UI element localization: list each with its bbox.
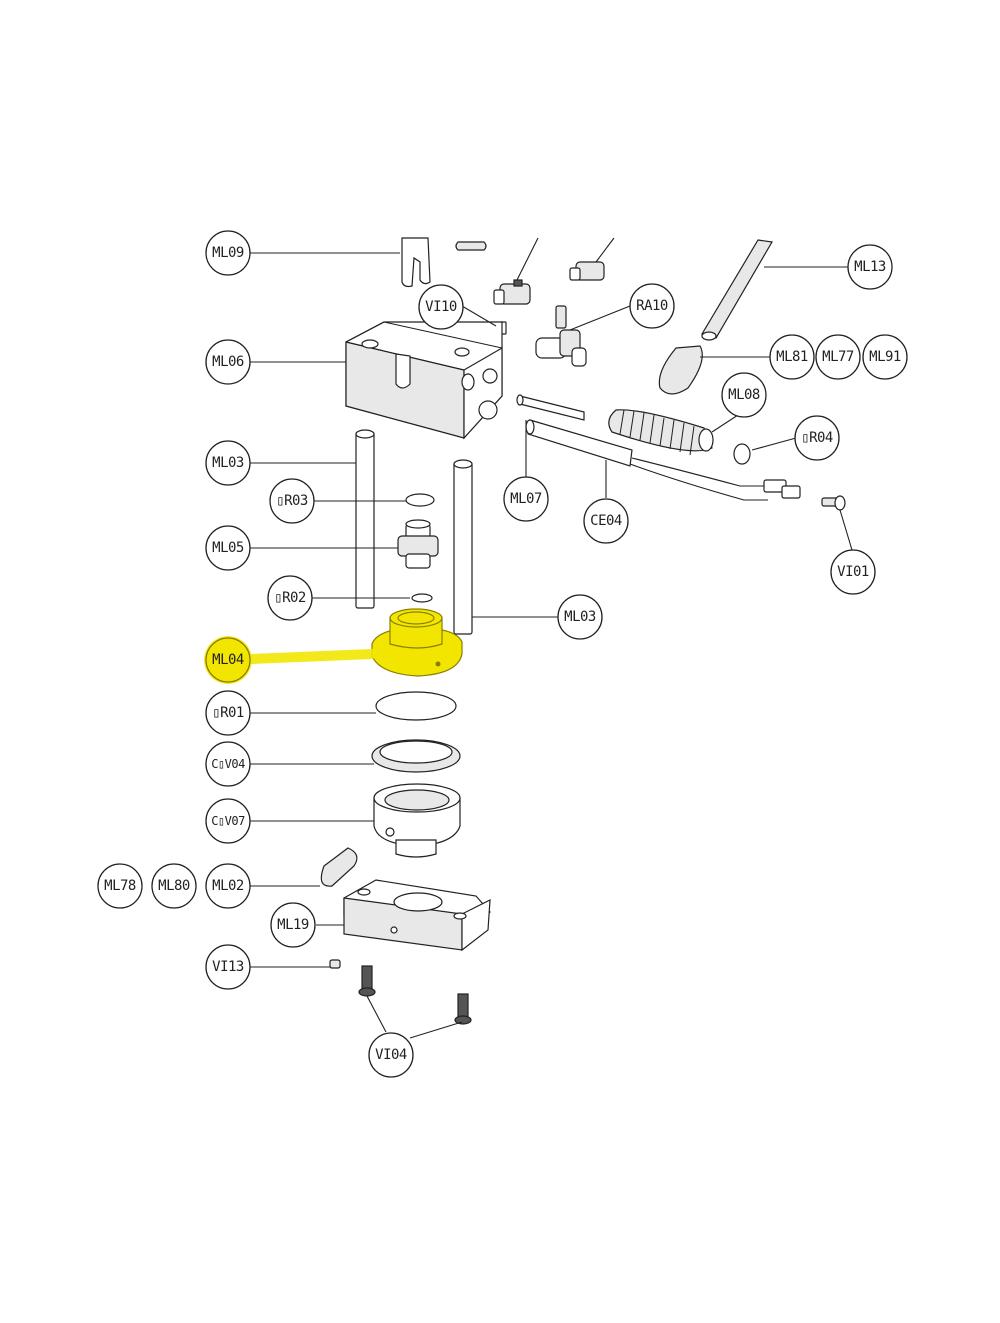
callout-ml19[interactable]: ML19	[270, 902, 316, 948]
svg-text:ML06: ML06	[212, 354, 244, 370]
svg-text:VI13: VI13	[212, 959, 244, 975]
part-ml02	[320, 847, 358, 887]
part-or01	[375, 691, 457, 721]
part-ce04	[525, 419, 801, 501]
callout-ml81[interactable]: ML81	[769, 334, 815, 380]
part-ml07	[516, 394, 585, 421]
callout-ra10[interactable]: RA10	[629, 283, 675, 329]
svg-text:ML02: ML02	[212, 878, 244, 894]
svg-text:▯R04: ▯R04	[801, 430, 833, 446]
svg-text:ML81: ML81	[776, 349, 808, 365]
part-ml03-left	[355, 429, 375, 609]
callout-cov07[interactable]: C▯V07	[205, 798, 251, 844]
leader-lines	[250, 252, 853, 1039]
part-ml08	[608, 409, 714, 456]
callout-vi13[interactable]: VI13	[205, 944, 251, 990]
svg-text:CE04: CE04	[590, 513, 622, 529]
svg-text:ML80: ML80	[158, 878, 190, 894]
part-ml19	[343, 879, 491, 952]
part-cov07	[373, 783, 461, 858]
part-ra10	[535, 305, 587, 367]
callout-vi01[interactable]: VI01	[830, 549, 876, 595]
svg-text:C▯V04: C▯V04	[211, 757, 245, 771]
svg-text:ML04: ML04	[212, 652, 244, 668]
svg-text:▯R03: ▯R03	[276, 493, 308, 509]
callout-ml80[interactable]: ML80	[151, 863, 197, 909]
part-ml13	[701, 239, 773, 341]
part-vi01	[821, 495, 846, 511]
callout-ml09[interactable]: ML09	[205, 230, 251, 276]
callout-ml04[interactable]: ML04	[205, 637, 251, 683]
callout-vi10[interactable]: VI10	[418, 284, 464, 330]
part-vi04-left	[358, 965, 376, 997]
callout-ml05[interactable]: ML05	[205, 525, 251, 571]
callout-or02[interactable]: ▯R02	[267, 575, 313, 621]
callout-ml91[interactable]: ML91	[862, 334, 908, 380]
svg-text:ML13: ML13	[854, 259, 886, 275]
svg-text:C▯V07: C▯V07	[211, 814, 245, 828]
svg-text:ML09: ML09	[212, 245, 244, 261]
part-ml03-right	[453, 459, 473, 635]
callout-ml08[interactable]: ML08	[721, 372, 767, 418]
svg-text:ML05: ML05	[212, 540, 244, 556]
callout-ml03-left[interactable]: ML03	[205, 440, 251, 486]
part-or03	[405, 493, 435, 507]
svg-text:VI01: VI01	[837, 564, 869, 580]
svg-text:VI10: VI10	[425, 299, 457, 315]
callout-or01[interactable]: ▯R01	[205, 690, 251, 736]
svg-text:ML78: ML78	[104, 878, 136, 894]
callout-ml03-right[interactable]: ML03	[557, 594, 603, 640]
part-or04	[733, 443, 751, 465]
callout-cov04[interactable]: C▯V04	[205, 741, 251, 787]
part-cov04	[371, 739, 461, 773]
svg-text:VI04: VI04	[375, 1047, 407, 1063]
part-vi04-right	[454, 993, 472, 1025]
svg-text:ML91: ML91	[869, 349, 901, 365]
callout-ml78[interactable]: ML78	[97, 863, 143, 909]
callout-vi04[interactable]: VI04	[368, 1032, 414, 1078]
part-ml05	[397, 519, 439, 569]
part-ml06	[345, 321, 503, 440]
svg-text:ML03: ML03	[212, 455, 244, 471]
svg-text:▯R02: ▯R02	[274, 590, 306, 606]
svg-text:RA10: RA10	[636, 298, 668, 314]
part-ml09	[401, 237, 487, 288]
part-switch-right	[569, 237, 615, 281]
part-ml04	[371, 608, 463, 677]
callout-ce04[interactable]: CE04	[583, 498, 629, 544]
svg-text:▯R01: ▯R01	[212, 705, 244, 721]
svg-text:ML08: ML08	[728, 387, 760, 403]
svg-text:ML07: ML07	[510, 491, 542, 507]
part-ml81	[658, 345, 703, 395]
svg-text:ML77: ML77	[822, 349, 854, 365]
callout-ml07[interactable]: ML07	[503, 476, 549, 522]
svg-text:ML19: ML19	[277, 917, 309, 933]
callout-ml06[interactable]: ML06	[205, 339, 251, 385]
part-or02	[411, 593, 433, 603]
callout-ml02[interactable]: ML02	[205, 863, 251, 909]
callout-or04[interactable]: ▯R04	[794, 415, 840, 461]
callout-or03[interactable]: ▯R03	[269, 478, 315, 524]
svg-text:ML03: ML03	[564, 609, 596, 625]
part-vi13	[329, 959, 341, 969]
callout-ml77[interactable]: ML77	[815, 334, 861, 380]
part-switch-left	[493, 237, 539, 305]
callout-ml13[interactable]: ML13	[847, 244, 893, 290]
